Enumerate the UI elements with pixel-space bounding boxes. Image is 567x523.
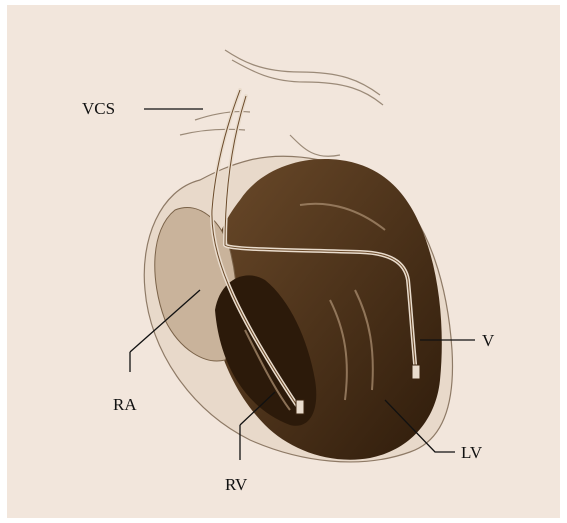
rv-lead-tip [296, 400, 304, 414]
label-rv: RV [225, 476, 247, 493]
label-lv: LV [461, 444, 482, 461]
label-vcs: VCS [82, 100, 115, 117]
lv-lead-tip [412, 365, 420, 379]
label-ra: RA [113, 396, 137, 413]
great-vessels-sketch [180, 50, 383, 156]
label-v: V [482, 332, 494, 349]
